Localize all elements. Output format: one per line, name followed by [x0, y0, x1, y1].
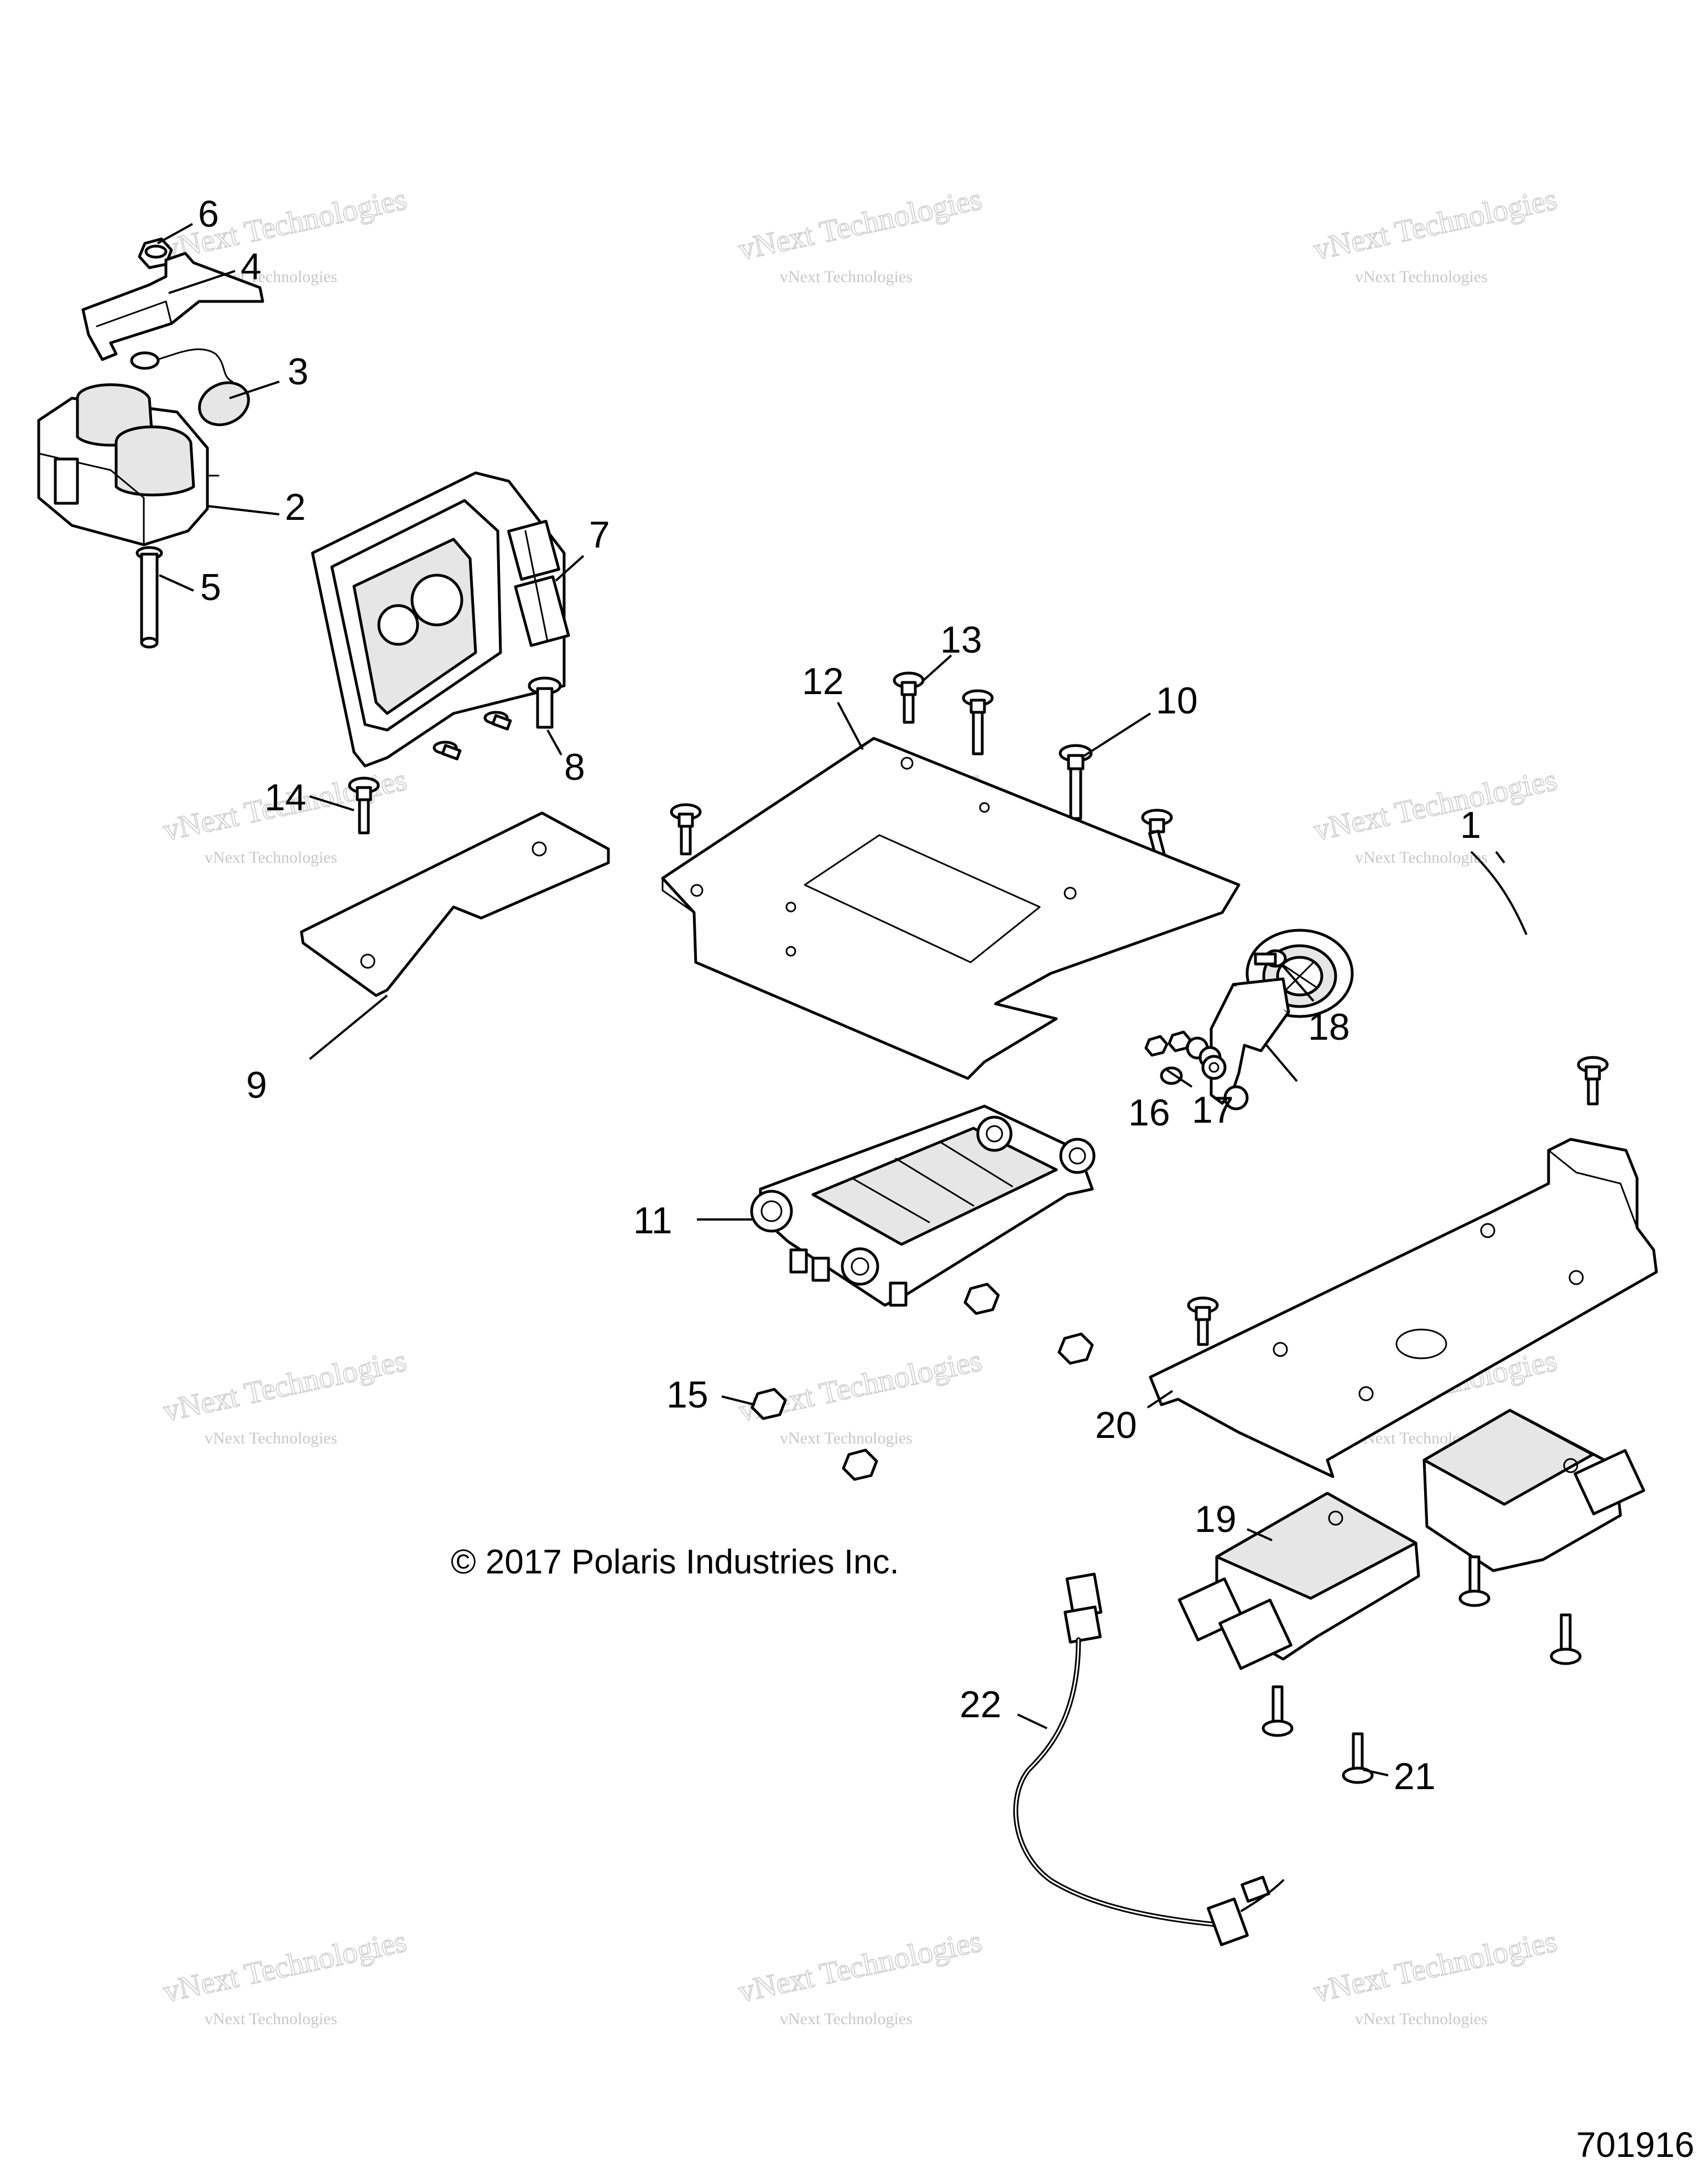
callout-11: 11: [633, 1200, 673, 1242]
part-12-tray: [661, 737, 1241, 1080]
callout-8: 8: [564, 746, 585, 788]
watermark: vNext Technologies vNext Technologies: [1310, 762, 1561, 867]
callout-5: 5: [200, 566, 221, 608]
part-21-bolt: [1342, 1732, 1374, 1784]
callout-20: 20: [1095, 1404, 1137, 1446]
bolt: [670, 803, 702, 856]
part-10-bolt: [1059, 744, 1093, 820]
diagram-part-number: 701916: [1576, 2125, 1695, 2165]
bolt: [1262, 1685, 1294, 1737]
part-20-tray: [1149, 1138, 1658, 1478]
watermark: vNext Technologies vNext Technologies: [160, 1924, 410, 2028]
watermark-small: vNext Technologies: [1355, 2010, 1488, 2028]
part-13-bolt: [893, 671, 925, 724]
callout-6: 6: [198, 193, 219, 235]
part-2-ignition-coil: [37, 383, 220, 546]
callout-1: 1: [1460, 804, 1481, 846]
leader-lines: [157, 223, 1528, 1776]
watermark-small: vNext Technologies: [780, 2010, 913, 2028]
watermark-big: vNext Technologies: [1311, 1924, 1560, 2009]
nut: [1057, 1332, 1094, 1365]
regulator: [1422, 1409, 1645, 1572]
bolt: [962, 689, 994, 755]
part-8-screws: [432, 676, 562, 760]
callout-22: 22: [960, 1683, 1002, 1726]
watermark: vNext Technologies vNext Technologies: [160, 1343, 410, 1447]
callout-12: 12: [802, 660, 844, 702]
watermark-big: vNext Technologies: [736, 1924, 985, 2009]
part-18-bolt: [1254, 949, 1287, 968]
watermark: vNext Technologies vNext Technologies: [1310, 181, 1561, 286]
watermark-small: vNext Technologies: [780, 268, 913, 286]
callout-21: 21: [1394, 1755, 1436, 1797]
callout-16: 16: [1128, 1092, 1170, 1134]
part-19-regulator: [1177, 1492, 1420, 1670]
part-15-nut: [751, 1388, 787, 1420]
watermark: vNext Technologies vNext Technologies: [735, 181, 986, 286]
watermark-big: vNext Technologies: [160, 1343, 410, 1429]
part-17-nuts: [1144, 1030, 1227, 1085]
callout-14: 14: [264, 776, 306, 819]
bolt: [1141, 809, 1173, 859]
watermark-big: vNext Technologies: [160, 1924, 410, 2009]
watermarks: vNext Technologies vNext Technologies vN…: [160, 181, 1561, 2028]
bolt: [1577, 1056, 1609, 1106]
callout-10: 10: [1156, 680, 1198, 722]
part-22-harness: [1013, 1572, 1284, 1946]
callout-3: 3: [288, 351, 309, 393]
callout-18: 18: [1308, 1006, 1350, 1048]
callout-19: 19: [1195, 1498, 1237, 1540]
part-5-bolt: [135, 546, 163, 649]
part-14-bolt: [348, 776, 380, 835]
callout-17: 17: [1192, 1089, 1234, 1131]
callout-9: 9: [246, 1064, 267, 1106]
part-7-ecm: [311, 471, 570, 768]
bolt: [1550, 1613, 1582, 1665]
watermark-small: vNext Technologies: [1355, 848, 1488, 867]
watermark-big: vNext Technologies: [1311, 182, 1560, 267]
part-11-module: [750, 1104, 1096, 1307]
watermark-small: vNext Technologies: [780, 1429, 913, 1447]
watermark-big: vNext Technologies: [1311, 763, 1560, 848]
bolt: [1458, 1555, 1490, 1607]
watermark-small: vNext Technologies: [205, 2010, 337, 2028]
watermark-big: vNext Technologies: [736, 182, 985, 267]
watermark: vNext Technologies vNext Technologies: [1310, 1924, 1561, 2028]
callout-15: 15: [666, 1374, 708, 1416]
callout-labels: 1 2 3 4 5 6 7 8 9 10 11 12 13 14 15 16 1…: [198, 193, 1481, 1797]
callout-2: 2: [285, 486, 306, 528]
callout-13: 13: [940, 619, 982, 661]
part-4-bracket: [81, 252, 264, 361]
callout-7: 7: [589, 514, 610, 556]
watermark: vNext Technologies vNext Technologies: [735, 1924, 986, 2028]
watermark-small: vNext Technologies: [205, 1429, 337, 1447]
watermark-small: vNext Technologies: [1355, 268, 1488, 286]
bolt: [1187, 1296, 1219, 1346]
part-16-bracket: [1210, 977, 1290, 1111]
callout-4: 4: [241, 246, 262, 288]
nut: [963, 1283, 1000, 1315]
copyright-notice: © 2017 Polaris Industries Inc.: [451, 1543, 899, 1581]
part-9-plate: [300, 811, 610, 997]
nut: [842, 1448, 878, 1481]
watermark-small: vNext Technologies: [205, 848, 337, 867]
